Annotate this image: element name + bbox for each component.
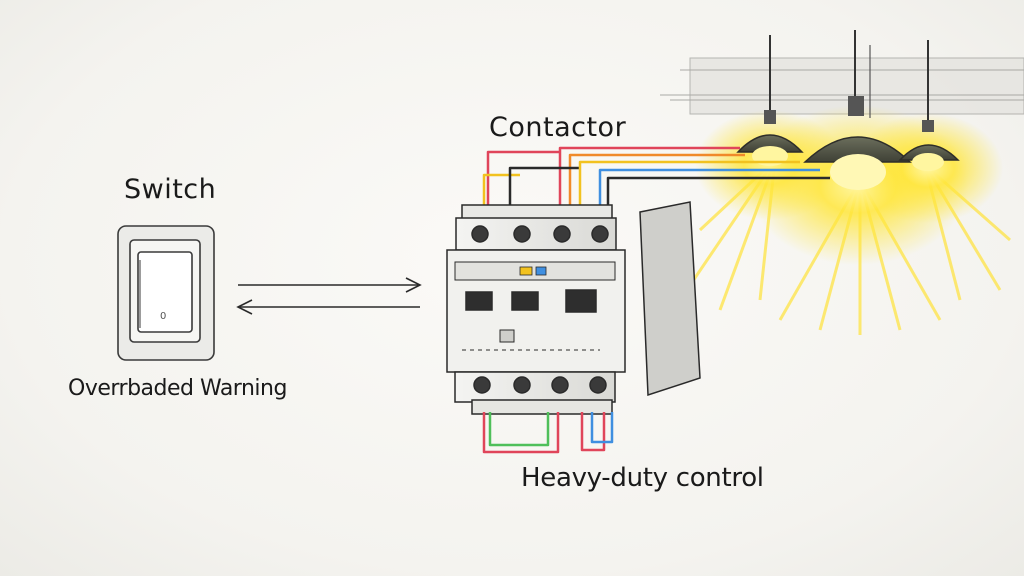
contactor-label: Contactor	[489, 112, 627, 143]
heavy-duty-control-label: Heavy-duty control	[521, 463, 764, 493]
overloaded-warning-label: Overrbaded Warning	[68, 376, 287, 401]
top-wires	[482, 146, 830, 210]
wall-switch-icon	[117, 225, 215, 361]
switch-label: Switch	[124, 174, 217, 205]
pendant-lamp-icon	[898, 40, 960, 171]
ceiling-beam	[660, 57, 1024, 115]
signal-arrows	[236, 277, 422, 315]
pendant-lamp-icon	[803, 30, 912, 190]
bottom-wires	[482, 412, 614, 454]
switch-off-mark: 0	[160, 311, 167, 322]
contactor-icon	[446, 201, 701, 415]
